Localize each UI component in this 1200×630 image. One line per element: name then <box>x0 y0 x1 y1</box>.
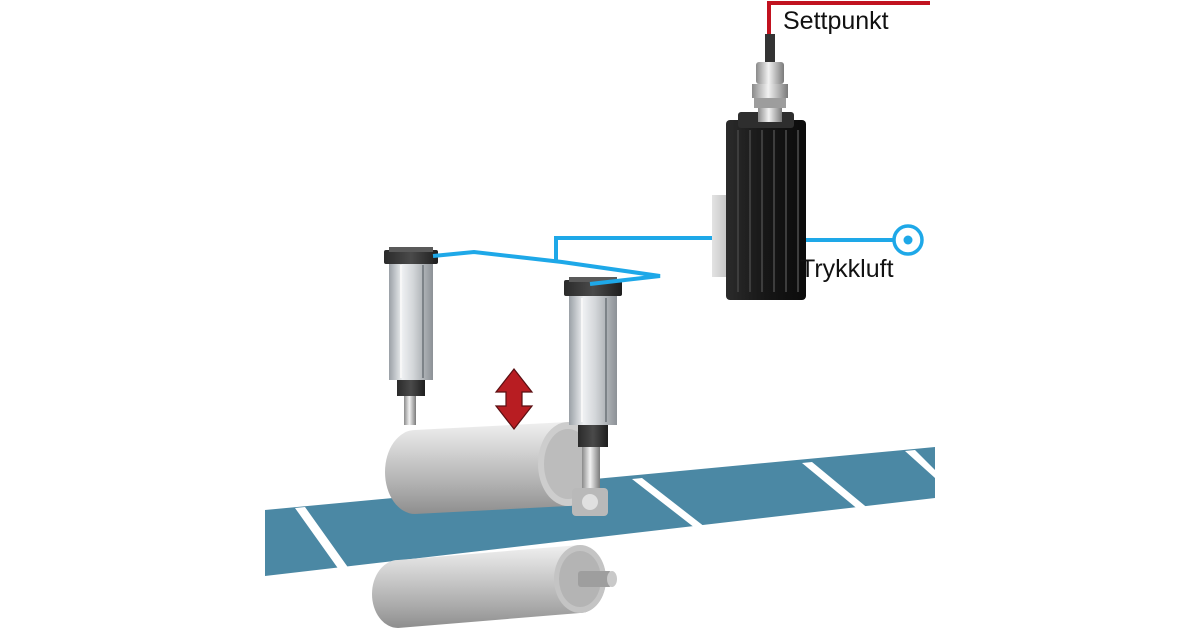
setpoint-signal-line <box>767 1 930 34</box>
left-pneumatic-cylinder <box>384 247 438 425</box>
air-line-regulator <box>554 236 720 262</box>
upper-roller <box>385 422 598 514</box>
lower-roller <box>372 545 617 628</box>
air-line-cylinders <box>432 249 661 286</box>
compressed-air-label: Trykkluft <box>800 255 894 283</box>
belt-stripe <box>905 450 935 478</box>
belt-stripe <box>632 478 705 528</box>
setpoint-label: Settpunkt <box>783 7 889 35</box>
belt-stripe <box>802 462 870 511</box>
regulator-connector <box>752 34 788 122</box>
double-arrow-vertical-icon <box>494 368 534 430</box>
right-pneumatic-cylinder <box>564 277 622 516</box>
circle-target-icon <box>892 224 924 256</box>
belt-stripe <box>295 507 352 574</box>
pressure-regulator <box>712 112 806 300</box>
compressed-air-lines <box>432 236 893 286</box>
